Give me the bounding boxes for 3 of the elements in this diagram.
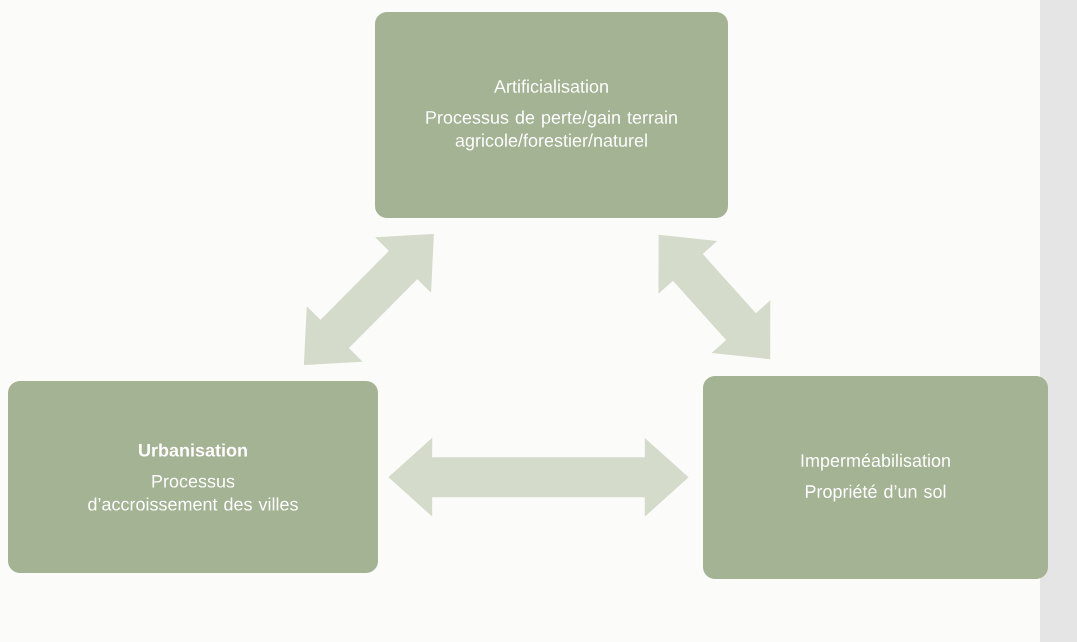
process-box: Imperméabilisation Propriété d’un sol xyxy=(703,376,1048,579)
process-box: Urbanisation Processus d’accroissement des villes xyxy=(8,381,378,573)
process-box: Artificialisation Processus de perte/gain terrain agricole/forestier/naturel xyxy=(375,12,728,218)
